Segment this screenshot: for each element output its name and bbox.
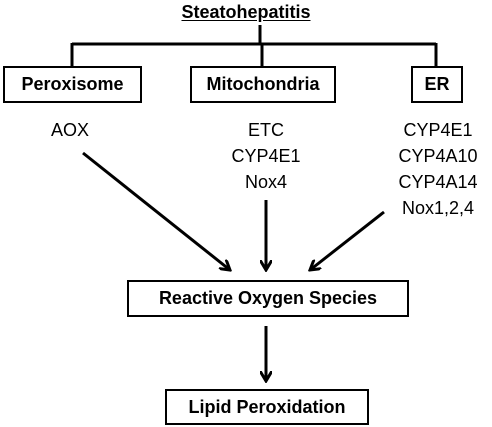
ros-box: Reactive Oxygen Species <box>127 280 409 317</box>
arrow-peroxisome-to-ros <box>82 151 230 270</box>
ros-label: Reactive Oxygen Species <box>158 288 378 308</box>
enzyme-cyp4a10: CYP4A10 <box>398 146 478 166</box>
mitochondria-label: Mitochondria <box>206 74 320 94</box>
er-box: ER <box>411 66 463 103</box>
mitochondria-box: Mitochondria <box>190 66 336 103</box>
er-label: ER <box>424 74 450 94</box>
peroxisome-label: Peroxisome <box>21 74 124 94</box>
mitochondria-enzymes: ETC CYP4E1 Nox4 <box>206 117 326 195</box>
diagram-title: Steatohepatitis <box>181 2 311 22</box>
enzyme-aox: AOX <box>50 120 89 140</box>
enzyme-cyp4e1-er: CYP4E1 <box>403 120 473 140</box>
arrow-er-to-ros <box>310 210 385 270</box>
er-enzymes: CYP4E1 CYP4A10 CYP4A14 Nox1,2,4 <box>386 117 490 221</box>
lipid-peroxidation-box: Lipid Peroxidation <box>165 389 369 425</box>
peroxisome-enzymes: AOX <box>30 117 110 143</box>
lipid-peroxidation-label: Lipid Peroxidation <box>188 397 346 417</box>
enzyme-etc: ETC <box>248 120 284 140</box>
enzyme-cyp4a14: CYP4A14 <box>398 172 478 192</box>
enzyme-nox124: Nox1,2,4 <box>401 198 475 218</box>
enzyme-cyp4e1-mito: CYP4E1 <box>231 146 301 166</box>
enzyme-nox4: Nox4 <box>244 172 288 192</box>
peroxisome-box: Peroxisome <box>3 66 142 103</box>
